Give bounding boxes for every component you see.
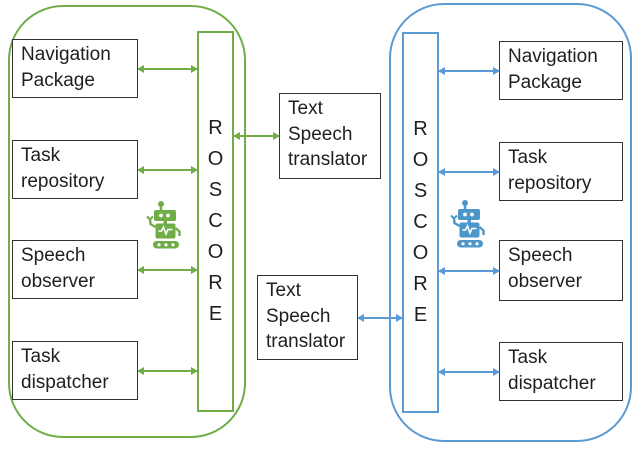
right-roscore-label: ROSCORE	[412, 118, 429, 326]
arrow-roscore-observer-right	[439, 270, 499, 272]
node-task-repository-right: Task repository	[499, 142, 623, 201]
left-roscore-label: ROSCORE	[207, 117, 224, 325]
node-text-speech-translator-top: Text Speech translator	[279, 93, 381, 179]
robot-icon	[447, 199, 493, 256]
node-navigation-package-right: Navigation Package	[499, 41, 623, 100]
arrow-roscore-dispatcher-right	[439, 371, 499, 373]
node-speech-observer-right: Speech observer	[499, 240, 623, 301]
robot-icon	[143, 200, 189, 257]
arrow-navigation-roscore-left	[138, 68, 197, 70]
arrow-roscore-translator-top	[234, 135, 279, 137]
right-roscore-box: ROSCORE	[402, 32, 439, 413]
arrow-repository-roscore-left	[138, 169, 197, 171]
node-speech-observer-left: Speech observer	[12, 240, 138, 299]
left-roscore-box: ROSCORE	[197, 31, 234, 412]
node-navigation-package-left: Navigation Package	[12, 39, 138, 98]
left-robot-system-container	[8, 5, 246, 438]
arrow-observer-roscore-left	[138, 269, 197, 271]
arrow-roscore-repository-right	[439, 171, 499, 173]
arrow-translator-roscore-bottom	[358, 317, 402, 319]
node-task-dispatcher-left: Task dispatcher	[12, 341, 138, 400]
node-task-repository-left: Task repository	[12, 140, 138, 199]
node-task-dispatcher-right: Task dispatcher	[499, 342, 623, 401]
arrow-roscore-navigation-right	[439, 70, 499, 72]
right-robot-system-container	[389, 3, 632, 442]
node-text-speech-translator-bottom: Text Speech translator	[257, 275, 358, 360]
arrow-dispatcher-roscore-left	[138, 370, 197, 372]
